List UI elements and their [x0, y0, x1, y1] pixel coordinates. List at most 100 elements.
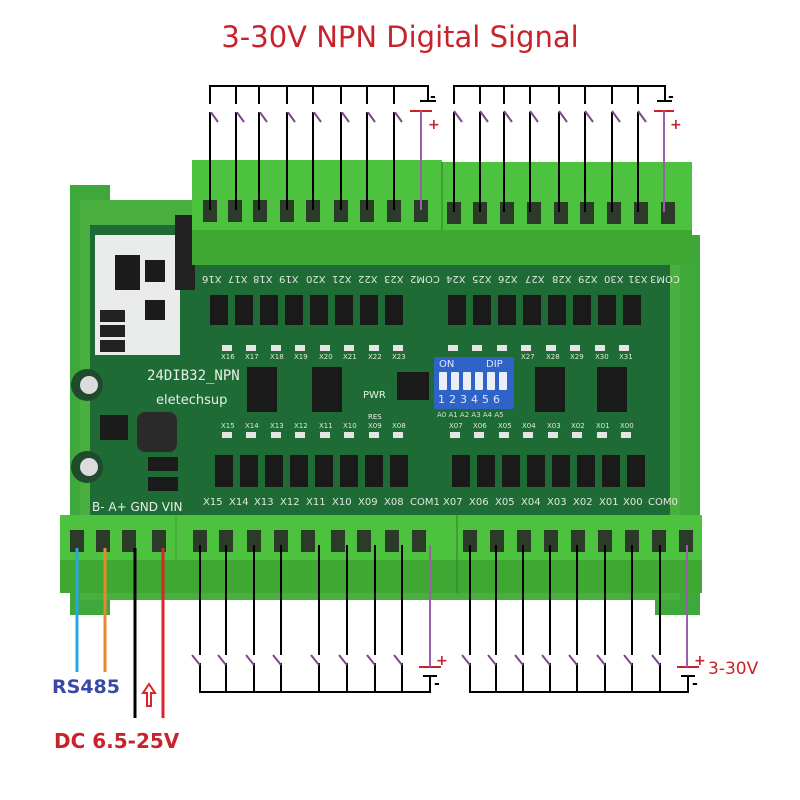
led-label: X19	[294, 353, 308, 361]
led-label: X01	[596, 422, 610, 430]
led-label: X30	[595, 353, 609, 361]
inductor	[137, 412, 177, 452]
led-label: X06	[473, 422, 487, 430]
optocoupler-row-upper	[210, 295, 641, 325]
plus-sign-tl: +	[428, 117, 440, 133]
pin-label-bottom: X03	[547, 497, 567, 508]
pin-label-bottom: X12	[280, 497, 300, 508]
pin-label-top: X17	[228, 273, 248, 284]
pin-label-top: X27	[525, 273, 545, 284]
led-row-upper	[222, 345, 629, 351]
led-label: X23	[392, 353, 406, 361]
pin-label-top: COM3	[650, 273, 680, 284]
pin-label-top: X28	[552, 273, 572, 284]
led-label: X17	[245, 353, 259, 361]
led-label: X02	[571, 422, 585, 430]
svg-text:-: -	[692, 676, 698, 692]
minus-sign-tl: -	[430, 89, 436, 105]
pin-label-top: X22	[358, 273, 378, 284]
led-label: X29	[570, 353, 584, 361]
board-brand-label: eletechsup	[156, 393, 228, 408]
led-label: X03	[547, 422, 561, 430]
pin-label-top: X19	[279, 273, 299, 284]
dip-toggle-6[interactable]	[499, 372, 507, 390]
pin-label-top: COM2	[410, 273, 440, 284]
led-label: X27	[521, 353, 535, 361]
led-label: X28	[546, 353, 560, 361]
pin-label-top: X31	[628, 273, 648, 284]
led-label: X11	[319, 422, 333, 430]
pin-label-bottom: X14	[229, 497, 249, 508]
pin-label-top: X25	[472, 273, 492, 284]
dip-label: DIP	[486, 359, 503, 370]
diagram-title: 3-30V NPN Digital Signal	[221, 20, 579, 54]
led-label: X08	[392, 422, 406, 430]
terminal-slots-top	[203, 200, 675, 224]
pin-label-bottom: X07	[443, 497, 463, 508]
pin-label-top: X23	[384, 273, 404, 284]
terminal-slots-bottom	[70, 530, 693, 552]
optocoupler-row-lower	[215, 455, 645, 487]
pin-label-top: X20	[306, 273, 326, 284]
dip-on-label: ON	[439, 359, 455, 370]
switches-top-right	[453, 110, 647, 123]
dip-toggle-2[interactable]	[451, 372, 459, 390]
pwr-label: PWR	[363, 390, 386, 401]
terminal-block-bottom	[60, 515, 702, 593]
led-row-lower	[222, 432, 631, 438]
dip-toggle-3[interactable]	[463, 372, 471, 390]
res-label: RES	[368, 413, 382, 421]
board-model-label: 24DIB32_NPN	[147, 368, 240, 384]
signal-voltage-label: 3-30V	[708, 659, 759, 679]
led-label: X00	[620, 422, 634, 430]
svg-text:+: +	[436, 653, 448, 669]
pin-label-bottom: X15	[203, 497, 223, 508]
svg-text:+: +	[694, 653, 706, 669]
arrow-up-icon	[141, 682, 157, 707]
led-label: X12	[294, 422, 308, 430]
pin-label-bottom: X09	[358, 497, 378, 508]
ic-4	[597, 367, 627, 412]
led-label: X07	[449, 422, 463, 430]
power-terminal-labels: B- A+ GND VIN	[92, 500, 183, 514]
led-label: X05	[498, 422, 512, 430]
dip-toggle-1[interactable]	[439, 372, 447, 390]
pin-label-top: X18	[253, 273, 273, 284]
svg-text:+: +	[670, 117, 682, 133]
circuit-bottom-right	[469, 545, 699, 693]
pin-label-bottom: X13	[254, 497, 274, 508]
led-label: X21	[343, 353, 357, 361]
circuit-bottom-left	[199, 545, 441, 693]
svg-text:-: -	[668, 89, 674, 105]
led-label: X22	[368, 353, 382, 361]
led-label: X16	[221, 353, 235, 361]
pin-label-top: X16	[202, 273, 222, 284]
led-label: X20	[319, 353, 333, 361]
led-label: X04	[522, 422, 536, 430]
dip-switch[interactable]: ON DIP 123456	[434, 357, 514, 409]
switches-top-left	[209, 110, 403, 123]
pin-label-bottom: COM0	[648, 497, 678, 508]
dip-toggle-5[interactable]	[487, 372, 495, 390]
pin-label-bottom: X05	[495, 497, 515, 508]
led-label: X10	[343, 422, 357, 430]
pin-label-bottom: X04	[521, 497, 541, 508]
ic-1	[247, 367, 277, 412]
dip-numbers: 123456	[438, 393, 504, 406]
pin-label-top: X30	[604, 273, 624, 284]
pin-label-top: X29	[578, 273, 598, 284]
dip-toggle-4[interactable]	[475, 372, 483, 390]
pin-label-bottom: X08	[384, 497, 404, 508]
pin-label-bottom: COM1	[410, 497, 440, 508]
pin-label-top: X26	[498, 273, 518, 284]
switches-bottom-left	[191, 654, 403, 666]
pin-label-bottom: X01	[599, 497, 619, 508]
led-label: X18	[270, 353, 284, 361]
switches-bottom-right	[461, 654, 661, 666]
pin-label-top: X24	[446, 273, 466, 284]
pin-label-top: X21	[332, 273, 352, 284]
rs485-label: RS485	[52, 676, 120, 698]
pin-label-bottom: X00	[623, 497, 643, 508]
led-label: X14	[245, 422, 259, 430]
